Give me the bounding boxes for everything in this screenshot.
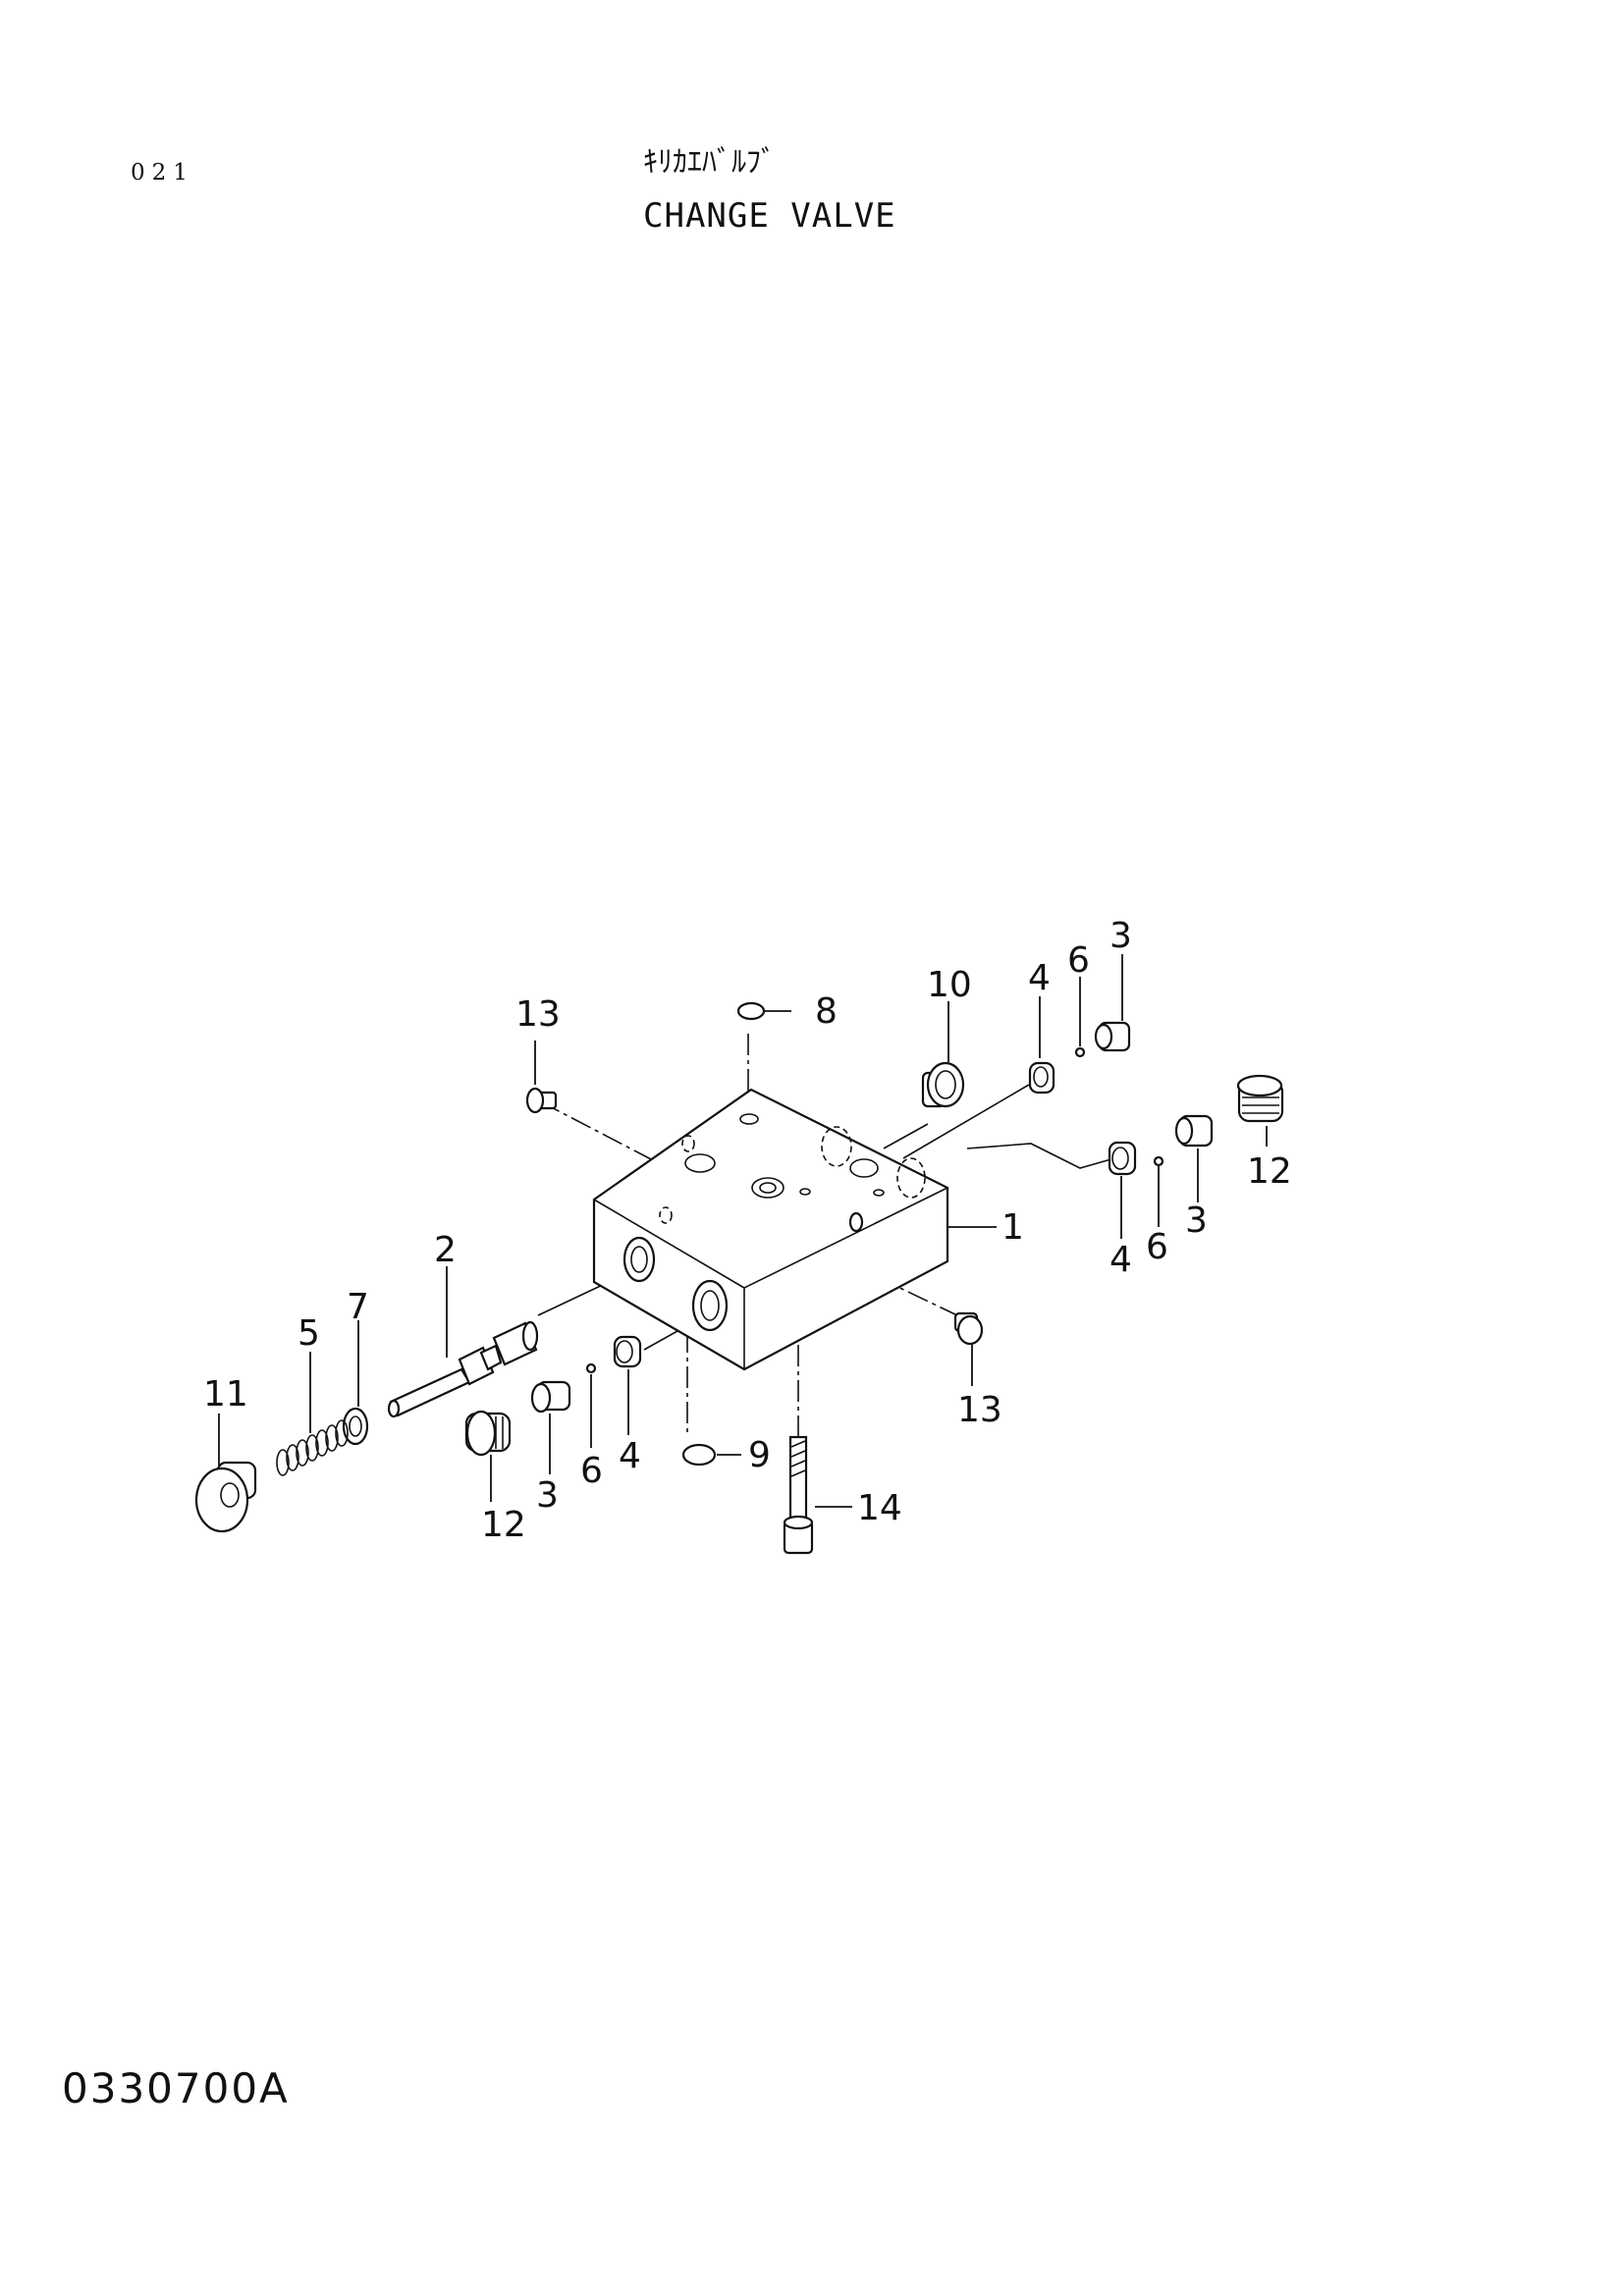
callout-4-upper: 4 — [1028, 958, 1051, 998]
callout-11: 11 — [203, 1374, 248, 1415]
callout-10: 10 — [927, 965, 972, 1005]
callout-6-lower: 6 — [580, 1451, 603, 1491]
callout-12-right: 12 — [1247, 1151, 1292, 1192]
bolt-14 — [783, 1435, 814, 1555]
title-english: CHANGE VALVE — [643, 196, 896, 236]
seat-4-upper — [1028, 1061, 1055, 1095]
callout-6-upper: 6 — [1067, 940, 1090, 981]
plug-3-right — [1174, 1114, 1214, 1148]
leader-lines — [218, 954, 1268, 1508]
callout-3-lower: 3 — [536, 1475, 559, 1516]
callout-4-lower: 4 — [619, 1436, 641, 1476]
ball-6-lower — [585, 1362, 597, 1374]
callout-labels: 1 2 3 3 3 4 4 4 5 6 6 6 7 8 9 10 11 12 1… — [203, 916, 1292, 1545]
callout-7: 7 — [347, 1287, 369, 1327]
spring-5 — [276, 1419, 349, 1476]
callout-5: 5 — [298, 1313, 320, 1354]
washer-7 — [342, 1407, 369, 1446]
callout-1: 1 — [1001, 1207, 1024, 1248]
plug-3-lower — [530, 1380, 571, 1414]
ball-6-upper — [1074, 1046, 1086, 1058]
callout-4-right: 4 — [1109, 1240, 1132, 1280]
o-ring-8 — [736, 1001, 766, 1021]
seat-4-lower — [613, 1335, 642, 1368]
callout-3-right: 3 — [1185, 1201, 1208, 1241]
seat-4-right — [1108, 1141, 1137, 1176]
drawing-code: 0330700A — [62, 2064, 290, 2112]
callout-9: 9 — [748, 1435, 771, 1475]
spool-2 — [387, 1320, 539, 1418]
cap-11 — [194, 1461, 257, 1533]
callout-2: 2 — [434, 1230, 457, 1270]
plug-12-lower — [464, 1410, 512, 1457]
plug-3-upper — [1094, 1021, 1131, 1052]
screw-13-upper — [525, 1087, 558, 1114]
callout-3-upper: 3 — [1109, 916, 1132, 956]
page-code: 021 — [131, 160, 194, 186]
callout-12-lower: 12 — [481, 1505, 526, 1545]
o-ring-9 — [681, 1443, 717, 1467]
ball-6-right — [1153, 1155, 1164, 1167]
callout-6-right: 6 — [1146, 1227, 1168, 1267]
callout-13-lower: 13 — [957, 1390, 1002, 1430]
callout-14: 14 — [857, 1488, 902, 1528]
plug-10 — [921, 1061, 965, 1108]
plug-12-right — [1236, 1074, 1284, 1123]
callout-8: 8 — [815, 991, 838, 1032]
title-japanese: ｷﾘｶｴﾊﾞﾙﾌﾞ — [643, 145, 776, 180]
screw-13-lower — [953, 1311, 984, 1346]
callout-13-upper: 13 — [515, 994, 561, 1035]
valve-body — [592, 1088, 949, 1371]
